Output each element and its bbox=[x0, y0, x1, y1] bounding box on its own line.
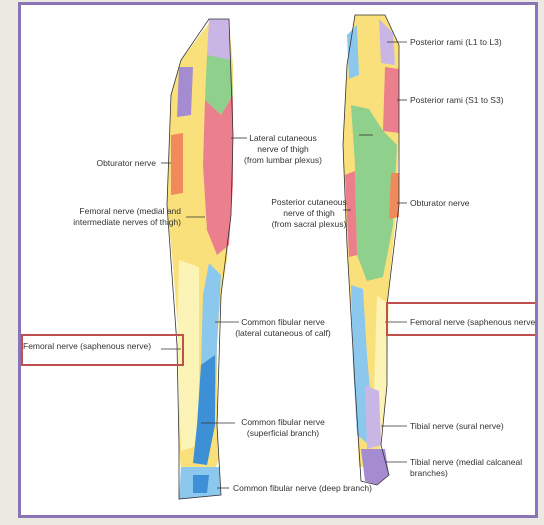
label-calcaneal-line1: Tibial nerve (medial calcaneal bbox=[410, 457, 522, 467]
label-common-fib-deep: Common fibular nerve (deep branch) bbox=[233, 483, 372, 493]
label-lateral-cut-line3: (from lumbar plexus) bbox=[244, 155, 322, 165]
posterior-pink-region bbox=[383, 67, 399, 133]
posterior-purple-heel bbox=[361, 449, 389, 485]
label-common-fib-sup-line2: (superficial branch) bbox=[247, 428, 319, 438]
anterior-foot-deep-branch bbox=[193, 475, 209, 493]
label-post-cut-line1: Posterior cutaneous bbox=[271, 197, 347, 207]
posterior-lavender-sural bbox=[365, 385, 381, 449]
label-post-cut-line3: (from sacral plexus) bbox=[272, 219, 347, 229]
dermatome-diagram: Obturator nerve Femoral nerve (medial an… bbox=[21, 5, 538, 518]
anterior-orange-region bbox=[171, 133, 183, 195]
label-calcaneal-line2: branches) bbox=[410, 468, 448, 478]
label-lateral-cut-line2: nerve of thigh bbox=[257, 144, 309, 154]
label-femoral-medial-line2: intermediate nerves of thigh) bbox=[73, 217, 181, 227]
label-sural: Tibial nerve (sural nerve) bbox=[410, 421, 504, 431]
anterior-pink-region bbox=[203, 95, 233, 255]
anterior-purple-region bbox=[177, 67, 193, 117]
label-common-fib-calf-line1: Common fibular nerve bbox=[241, 317, 325, 327]
label-post-rami-l: Posterior rami (L1 to L3) bbox=[410, 37, 502, 47]
posterior-leg bbox=[343, 15, 399, 485]
label-obturator-posterior: Obturator nerve bbox=[410, 198, 470, 208]
label-common-fib-sup-line1: Common fibular nerve bbox=[241, 417, 325, 427]
label-saphenous-posterior: Femoral nerve (saphenous nerve) bbox=[410, 317, 538, 327]
anterior-light-yellow-region bbox=[177, 260, 199, 451]
anterior-leg bbox=[167, 19, 233, 499]
label-post-cut-line2: nerve of thigh bbox=[283, 208, 335, 218]
label-post-rami-s: Posterior rami (S1 to S3) bbox=[410, 95, 504, 105]
label-common-fib-calf-line2: (lateral cutaneous of calf) bbox=[235, 328, 331, 338]
label-femoral-medial-line1: Femoral nerve (medial and bbox=[79, 206, 181, 216]
label-obturator-anterior: Obturator nerve bbox=[96, 158, 156, 168]
figure-frame: Obturator nerve Femoral nerve (medial an… bbox=[18, 2, 538, 518]
label-lateral-cut-line1: Lateral cutaneous bbox=[249, 133, 317, 143]
label-saphenous-anterior: Femoral nerve (saphenous nerve) bbox=[23, 341, 151, 351]
